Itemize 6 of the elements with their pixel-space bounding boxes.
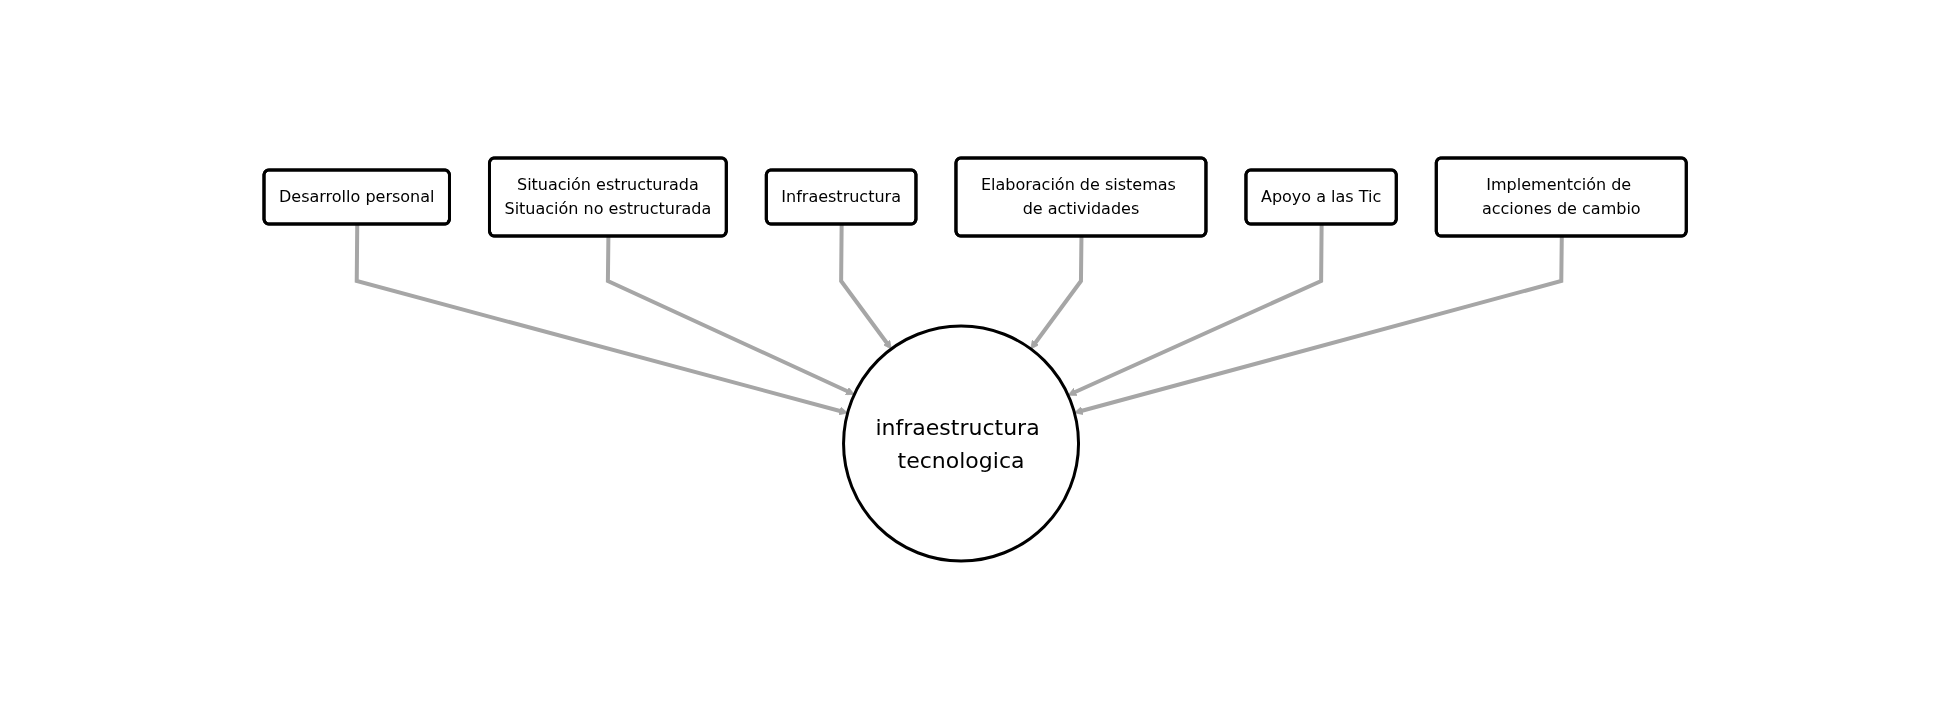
arrow (605, 236, 855, 396)
arrow (1067, 224, 1324, 396)
arrow (354, 224, 848, 416)
node-circle: infraestructura tecnologica (841, 324, 1080, 563)
arrow (1030, 236, 1084, 350)
arrow (839, 224, 892, 350)
